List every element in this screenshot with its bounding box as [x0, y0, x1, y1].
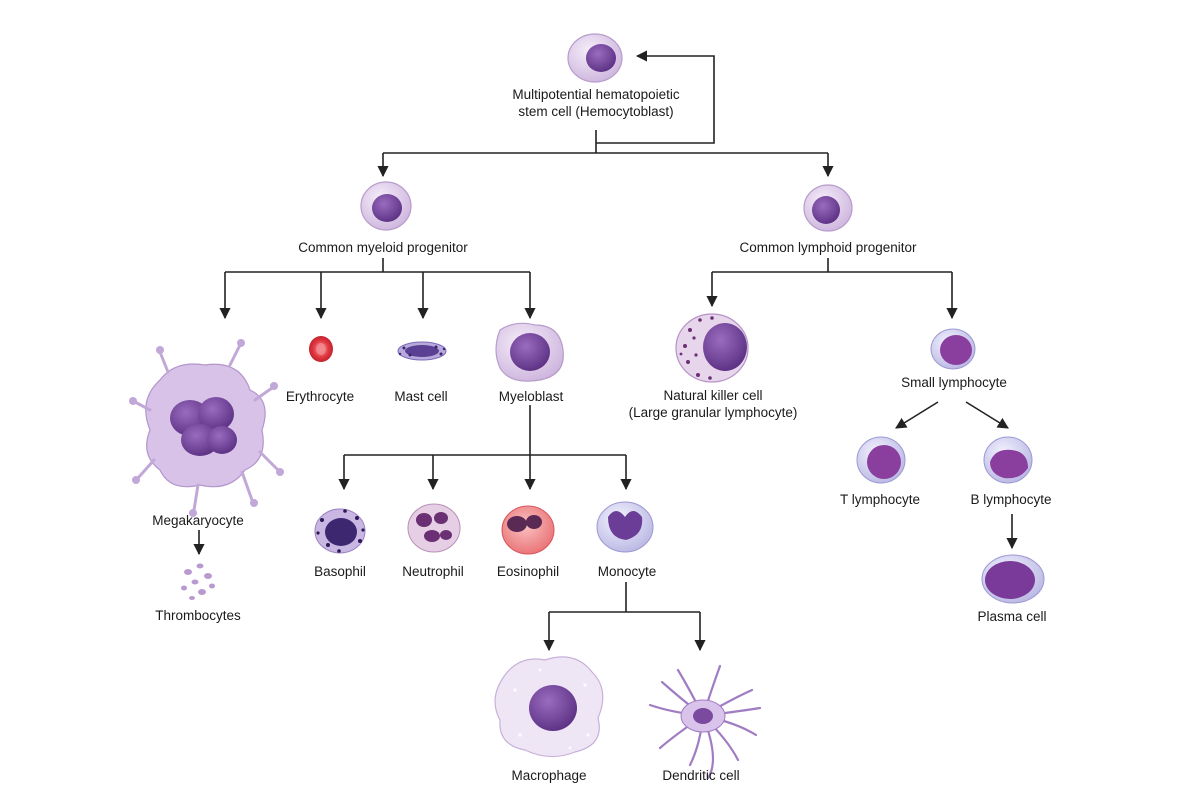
eosinophil-icon: [501, 505, 555, 555]
macrophage-label: Macrophage: [511, 768, 587, 783]
thrombocytes-icon: [181, 563, 215, 600]
stem-cell-label: Multipotential hematopoietic stem cell (…: [512, 87, 680, 119]
neutrophil-label: Neutrophil: [402, 564, 464, 579]
lymphoid-progenitor-label: Common lymphoid progenitor: [739, 240, 917, 255]
small-lymphocyte-icon: [930, 328, 976, 370]
b-lymphocyte-label: B lymphocyte: [970, 492, 1052, 507]
b-lymphocyte-icon: [983, 436, 1033, 484]
neutrophil-icon: [407, 503, 461, 553]
thrombocytes-label: Thrombocytes: [155, 608, 241, 623]
dendritic-cell-icon: [648, 664, 762, 780]
arrow-to-b-lymphocyte: [965, 401, 1009, 429]
natural-killer-cell-label: Natural killer cell (Large granular lymp…: [628, 388, 798, 420]
mast-cell-label: Mast cell: [394, 389, 448, 404]
macrophage-icon: [494, 656, 604, 758]
stem-cell-icon: [567, 33, 623, 83]
basophil-icon: [314, 508, 366, 554]
myeloid-progenitor-label: Common myeloid progenitor: [298, 240, 468, 255]
self-renewal-arrow: [596, 50, 715, 144]
connector-lines: [193, 50, 1018, 652]
eosinophil-label: Eosinophil: [496, 564, 560, 579]
myeloblast-icon: [495, 322, 564, 382]
erythrocyte-label: Erythrocyte: [285, 389, 355, 404]
plasma-cell-icon: [981, 554, 1045, 604]
monocyte-icon: [596, 501, 654, 553]
myeloid-progenitor-icon: [360, 181, 412, 231]
monocyte-label: Monocyte: [597, 564, 657, 579]
t-lymphocyte-label: T lymphocyte: [839, 492, 921, 507]
dendritic-cell-label: Dendritic cell: [662, 768, 740, 783]
mast-cell-icon: [397, 341, 447, 361]
natural-killer-cell-icon: [675, 313, 749, 383]
small-lymphocyte-label: Small lymphocyte: [901, 375, 1007, 390]
megakaryocyte-icon: [129, 339, 284, 517]
t-lymphocyte-icon: [856, 436, 906, 484]
myeloblast-label: Myeloblast: [498, 389, 564, 404]
erythrocyte-icon: [309, 336, 333, 362]
lymphoid-progenitor-icon: [803, 184, 853, 232]
arrow-to-t-lymphocyte: [895, 401, 939, 429]
megakaryocyte-label: Megakaryocyte: [152, 513, 244, 528]
basophil-label: Basophil: [314, 564, 366, 579]
plasma-cell-label: Plasma cell: [977, 609, 1047, 624]
